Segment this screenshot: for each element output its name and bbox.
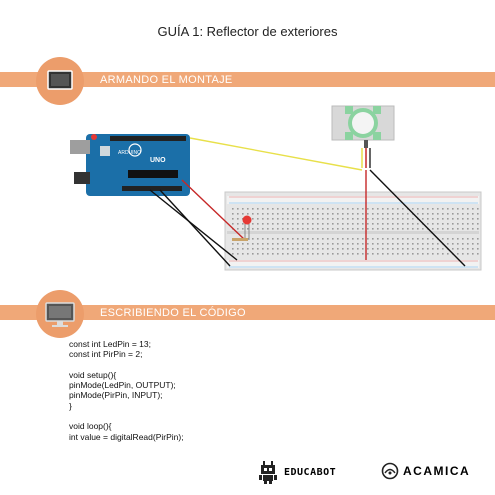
code-listing: const int LedPin = 13; const int PirPin … xyxy=(69,339,184,442)
led xyxy=(242,215,252,240)
code-line: pinMode(LedPin, OUTPUT); xyxy=(69,380,176,391)
code-line: const int LedPin = 13; xyxy=(69,339,151,349)
resistor xyxy=(232,238,248,241)
wire-black-pir xyxy=(369,169,466,267)
educabot-wordmark: EDUCABOT xyxy=(284,466,337,478)
monitor-icon xyxy=(47,70,73,90)
code-line: } xyxy=(69,400,72,411)
code-line xyxy=(69,360,184,370)
section-label-assembly: ARMANDO EL MONTAJE xyxy=(100,74,233,86)
code-line: const int PirPin = 2; xyxy=(69,349,143,360)
wire-red-arduino xyxy=(181,179,246,241)
wire-black-arduino-2 xyxy=(159,189,231,267)
code-line: pinMode(PirPin, INPUT); xyxy=(69,390,163,401)
circuit-diagram: UNO ARDUINO xyxy=(70,105,482,271)
wire-black-arduino xyxy=(149,189,238,261)
page-title: GUÍA 1: Reflector de exteriores xyxy=(157,24,338,39)
section-header-assembly: ARMANDO EL MONTAJE xyxy=(0,73,495,87)
breadboard xyxy=(224,191,482,271)
acamica-mark-icon xyxy=(381,462,399,480)
section-badge-code xyxy=(36,290,84,338)
section-header-code: ESCRIBIENDO EL CÓDIGO xyxy=(0,306,495,320)
robot-icon xyxy=(259,461,277,484)
arduino-board: UNO ARDUINO xyxy=(70,134,190,196)
acamica-wordmark: ACAMICA xyxy=(403,464,471,478)
section-label-code: ESCRIBIENDO EL CÓDIGO xyxy=(100,307,246,319)
pir-sensor xyxy=(331,105,395,168)
wire-yellow xyxy=(189,137,363,171)
code-line xyxy=(69,411,184,421)
educabot-logo: EDUCABOT xyxy=(258,460,336,484)
code-line: void setup(){ xyxy=(69,369,117,380)
arduino-uno-label: UNO xyxy=(150,157,166,164)
acamica-logo: ACAMICA xyxy=(381,462,470,480)
computer-icon xyxy=(45,302,75,327)
section-badge-assembly xyxy=(36,57,84,105)
code-line: int value = digitalRead(PirPin); xyxy=(69,431,184,442)
code-line: void loop(){ xyxy=(69,421,112,432)
